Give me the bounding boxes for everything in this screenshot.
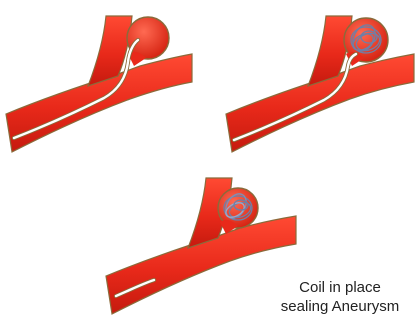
caption-line-2: sealing Aneurysm [262,297,418,316]
stage-2-panel [226,16,414,152]
caption-line-1: Coil in place [262,278,418,297]
stage-1-panel [6,16,192,152]
diagram-caption: Coil in place sealing Aneurysm [262,278,418,316]
